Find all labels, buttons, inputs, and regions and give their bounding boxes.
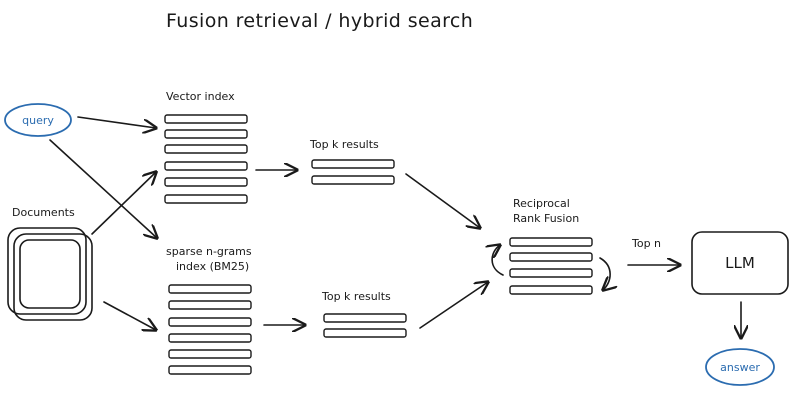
document-card: [13, 233, 93, 321]
arrow-query-to-vector: [77, 116, 156, 128]
vector-index-entry: [164, 129, 248, 139]
answer-node: answer: [705, 348, 775, 386]
diagram-title: Fusion retrieval / hybrid search: [166, 10, 473, 32]
answer-label: answer: [720, 361, 760, 374]
sparse-index-entry: [168, 333, 252, 343]
top-k-results-upper: Top k results: [309, 138, 395, 185]
documents-node: Documents: [7, 206, 93, 321]
vector-index-entry: [164, 114, 248, 124]
top-k-lower-entry: [323, 313, 407, 323]
sparse-index-entry: [168, 300, 252, 310]
sparse-index-node: sparse n-grams index (BM25): [166, 245, 252, 375]
arrow-documents-to-sparse: [103, 301, 156, 330]
rank-fusion-node: Reciprocal Rank Fusion: [492, 197, 610, 295]
fused-entry: [509, 237, 593, 247]
fused-entry: [509, 268, 593, 278]
rank-fusion-label-line1: Reciprocal: [513, 197, 570, 210]
query-node: query: [4, 103, 72, 137]
top-k-upper-entry: [311, 159, 395, 169]
arrow-topk-upper-to-fusion: [405, 173, 480, 228]
vector-index-label: Vector index: [166, 90, 235, 103]
sparse-index-entry: [168, 317, 252, 327]
top-k-results-lower: Top k results: [321, 290, 407, 338]
llm-label: LLM: [725, 254, 755, 272]
arrow-query-to-sparse: [49, 139, 157, 238]
top-n-label: Top n: [631, 237, 661, 250]
rerank-down-arrow: [599, 257, 610, 290]
rank-fusion-label-line2: Rank Fusion: [513, 212, 579, 225]
arrow-topk-lower-to-fusion: [419, 282, 488, 329]
llm-node: LLM: [691, 231, 789, 295]
top-k-upper-entry: [311, 175, 395, 185]
vector-index-node: Vector index: [164, 90, 248, 204]
sparse-index-entry: [168, 365, 252, 375]
vector-index-entry: [164, 161, 248, 171]
rerank-up-arrow: [492, 245, 504, 276]
top-k-lower-label: Top k results: [321, 290, 391, 303]
arrow-documents-to-vector: [91, 172, 156, 235]
sparse-index-entry: [168, 349, 252, 359]
top-k-lower-entry: [323, 328, 407, 338]
sparse-index-label-line1: sparse n-grams: [166, 245, 252, 258]
top-k-upper-label: Top k results: [309, 138, 379, 151]
fused-entry: [509, 285, 593, 295]
fused-entry: [509, 252, 593, 262]
vector-index-entry: [164, 177, 248, 187]
sparse-index-label-line2: index (BM25): [176, 260, 249, 273]
query-label: query: [22, 114, 54, 127]
sparse-index-entry: [168, 284, 252, 294]
vector-index-entry: [164, 144, 248, 154]
document-card: [19, 239, 81, 309]
document-card: [7, 227, 87, 315]
vector-index-entry: [164, 194, 248, 204]
documents-label: Documents: [12, 206, 75, 219]
